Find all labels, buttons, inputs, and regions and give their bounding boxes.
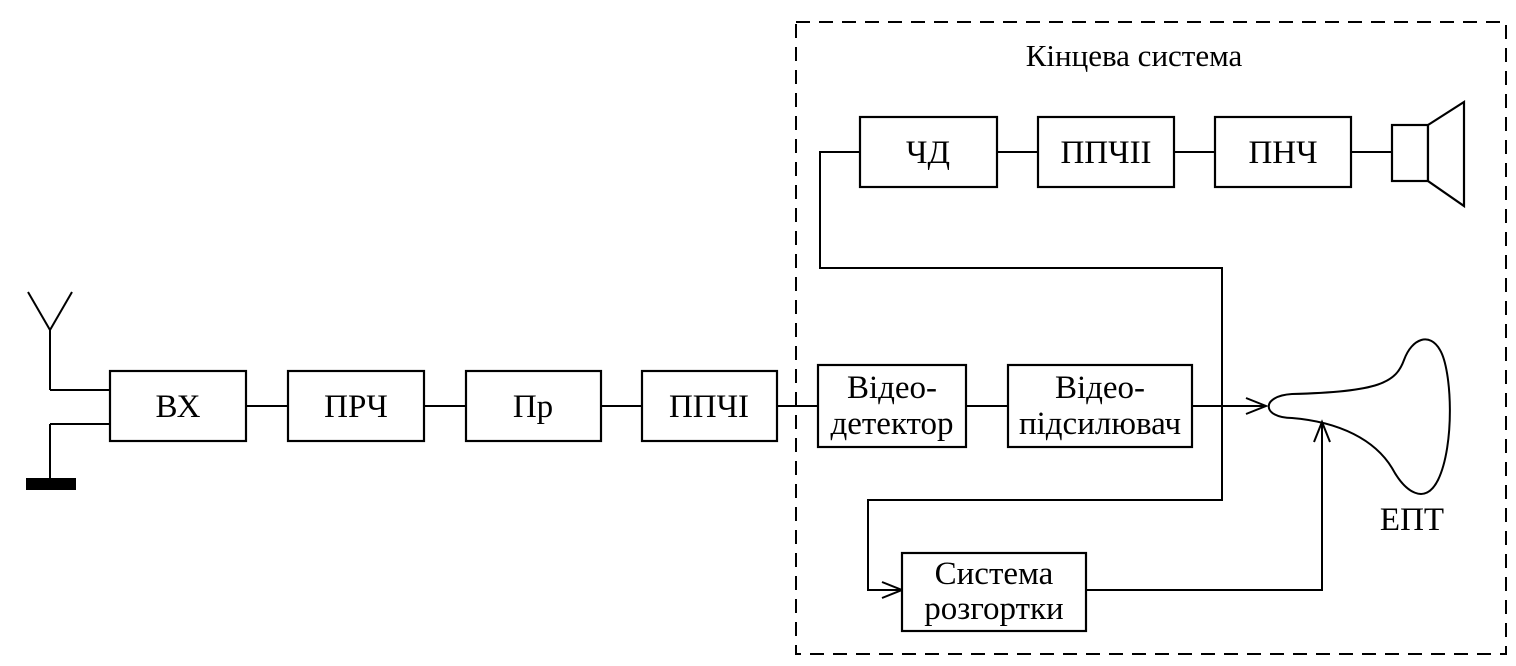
scan-system-line2: розгортки [924, 591, 1063, 627]
block-prch-label: ПРЧ [324, 389, 388, 425]
video-amplifier-line2: підсилювач [1019, 406, 1181, 442]
video-amplifier-line1: Відео- [1055, 370, 1145, 406]
block-pr-label: Пр [513, 389, 553, 425]
block-video-detector: Відео- детектор [816, 363, 968, 449]
sound-chain-wires [819, 151, 1392, 599]
antenna-icon [27, 291, 110, 391]
block-prch: ПРЧ [286, 369, 426, 443]
crt-tube-icon [1267, 338, 1451, 495]
video-detector-line2: детектор [830, 406, 953, 442]
block-ppchii: ППЧІІ [1036, 115, 1176, 189]
block-vx: ВХ [108, 369, 248, 443]
block-video-amplifier: Відео- підсилювач [1006, 363, 1194, 449]
block-scan-system: Система розгортки [900, 551, 1088, 633]
block-pr: Пр [464, 369, 603, 443]
crt-label: ЕПТ [1380, 502, 1444, 538]
terminal-system-title: Кінцева система [1026, 38, 1243, 73]
loudspeaker-icon [1390, 99, 1466, 209]
block-chd: ЧД [858, 115, 999, 189]
block-ppchi-label: ППЧІ [669, 389, 749, 425]
terminal-system-frame [795, 21, 1507, 655]
block-vx-label: ВХ [155, 389, 200, 425]
block-pnch-label: ПНЧ [1248, 135, 1317, 171]
video-to-crt-arrow [1192, 397, 1269, 415]
ground-icon [26, 423, 110, 490]
block-pnch: ПНЧ [1213, 115, 1353, 189]
scan-system-line1: Система [935, 556, 1054, 592]
block-chd-label: ЧД [906, 135, 950, 171]
block-ppchi: ППЧІ [640, 369, 779, 443]
video-detector-line1: Відео- [847, 370, 937, 406]
block-ppchii-label: ППЧІІ [1060, 135, 1151, 171]
